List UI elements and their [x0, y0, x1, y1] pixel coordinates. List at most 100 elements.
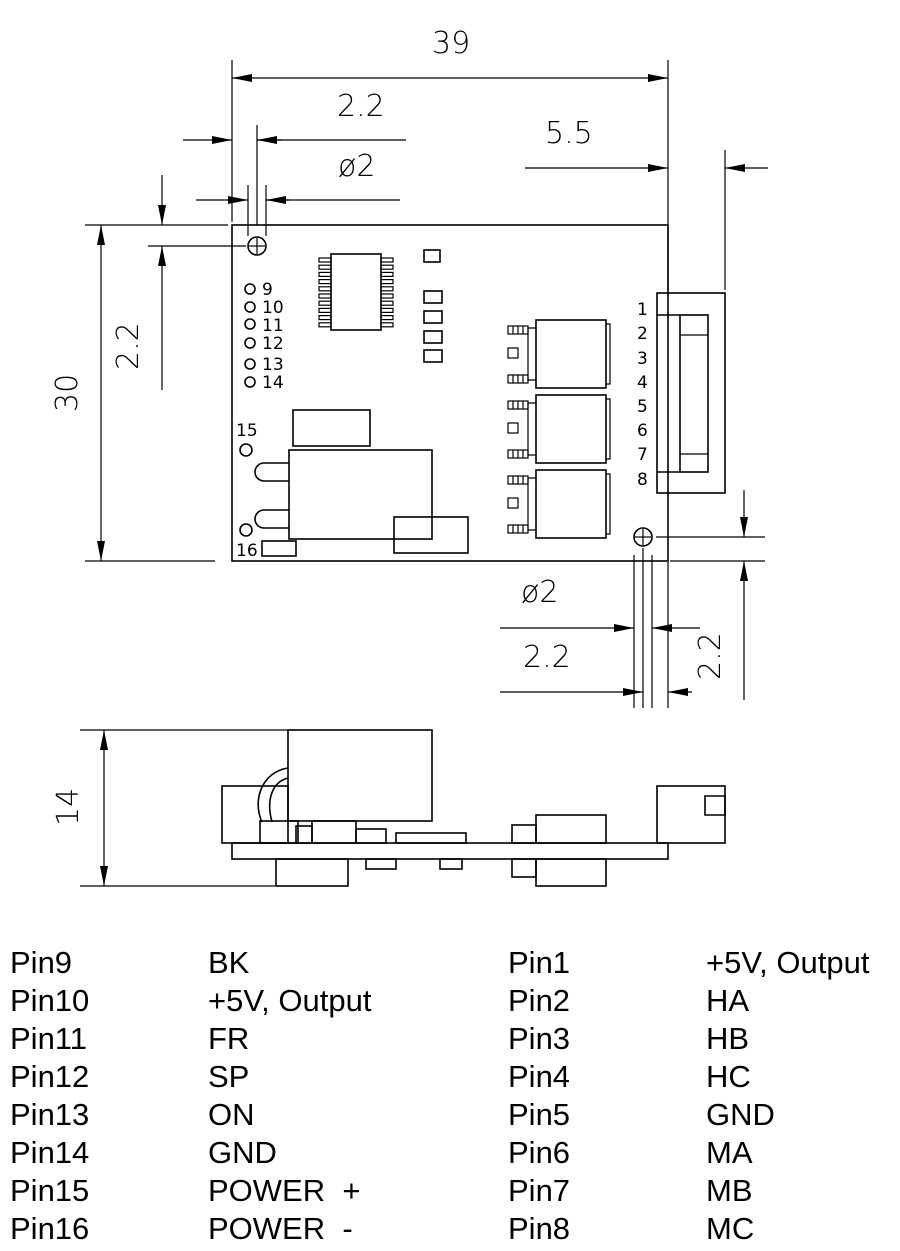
connector: 1 2 3 4 5 6 7 8 [637, 292, 726, 494]
smd-components [423, 249, 443, 363]
pin-table-row: Pin16 POWER - Pin8 MC [10, 1210, 890, 1248]
ic-lead [380, 300, 394, 306]
pin-name-right: Pin2 [508, 983, 571, 1018]
side-view [221, 729, 726, 887]
dim-hole-diameter-bottom: ø2 [521, 575, 558, 610]
mosfet-group [507, 319, 611, 539]
dim-side-height: 14 [51, 788, 86, 826]
connector-pin-label: 1 [637, 300, 648, 320]
pin-name-right: Pin3 [508, 1021, 571, 1056]
pin-signal-left: ON [208, 1097, 255, 1132]
header-pins: 9 10 11 12 13 14 [244, 280, 284, 393]
mounting-hole-top-left [247, 236, 267, 256]
ic-lead [318, 307, 332, 313]
dim-width-total: 39 [432, 26, 470, 61]
pin-name-left: Pin12 [10, 1059, 90, 1094]
pin-table-row: Pin11 FR Pin3 HB [10, 1020, 890, 1058]
pin-signal-left: BK [208, 945, 250, 980]
pin-signal-left: +5V, Output [208, 983, 372, 1018]
connector-pin-label: 3 [637, 349, 648, 369]
pin-name-left: Pin15 [10, 1173, 90, 1208]
pin-table-row: Pin10 +5V, Output Pin2 HA [10, 982, 890, 1020]
dimension-lines: 39 2.2 ø2 5.5 2.2 30 ø2 [50, 26, 768, 887]
ic-lead [318, 322, 332, 328]
ic-lead [380, 279, 394, 285]
side-board [231, 842, 669, 860]
pin-signal-right: HB [706, 1021, 750, 1056]
top-view: 9 10 11 12 13 14 15 16 [231, 224, 726, 562]
ic-lead [380, 322, 394, 328]
connector-pin-label: 8 [637, 470, 648, 490]
power-pin-label: 15 [236, 421, 258, 441]
pin-table-row: Pin13 ON Pin5 GND [10, 1096, 890, 1134]
pin-name-left: Pin10 [10, 983, 90, 1018]
pin-table-row: Pin9 BK Pin1 +5V, Output [10, 944, 890, 982]
pin-signal-right: MC [706, 1211, 755, 1246]
pin-name-right: Pin4 [508, 1059, 571, 1094]
pin-name-right: Pin6 [508, 1135, 571, 1170]
header-pin-label: 12 [262, 334, 284, 354]
board-outline [231, 224, 669, 562]
mounting-hole-bottom-right [633, 527, 653, 547]
pin-signal-right: HA [706, 983, 750, 1018]
pin-signal-right: MA [706, 1135, 753, 1170]
ic-chip [318, 253, 394, 331]
pin-name-right: Pin7 [508, 1173, 571, 1208]
pin-signal-left: SP [208, 1059, 250, 1094]
ic-lead [318, 257, 332, 263]
connector-pin-label: 4 [637, 373, 648, 393]
pin-signal-left: POWER - [208, 1211, 353, 1246]
pin-name-left: Pin16 [10, 1211, 90, 1246]
dim-height-total: 30 [50, 374, 85, 412]
header-pin-label: 14 [262, 373, 284, 393]
ic-lead [318, 300, 332, 306]
ic-lead [318, 315, 332, 321]
dim-hole-diameter-top: ø2 [338, 149, 375, 184]
dim-hole-offset-bottom-y: 2.2 [693, 632, 728, 680]
ic-lead [380, 293, 394, 299]
pin-name-left: Pin11 [10, 1021, 87, 1056]
ic-lead [318, 279, 332, 285]
pin-signal-right: HC [706, 1059, 751, 1094]
pin-name-right: Pin5 [508, 1097, 571, 1132]
pin-name-left: Pin14 [10, 1135, 90, 1170]
pin-name-right: Pin1 [508, 945, 571, 980]
ic-lead [318, 293, 332, 299]
pin-signal-right: +5V, Output [706, 945, 870, 980]
pin-table-row: Pin12 SP Pin4 HC [10, 1058, 890, 1096]
power-pins: 15 16 [236, 421, 297, 561]
mosfet [507, 319, 611, 389]
mosfet [507, 394, 611, 464]
ic-lead [380, 315, 394, 321]
connector-pin-label: 7 [637, 445, 648, 465]
header-pin-label: 11 [262, 316, 284, 336]
connector-pin-label: 5 [637, 397, 648, 417]
connector-pin-label: 2 [637, 324, 648, 344]
dim-hole-offset-bottom-x: 2.2 [523, 640, 571, 675]
header-pin-label: 9 [262, 280, 273, 300]
ic-lead [318, 264, 332, 270]
pin-signal-right: MB [706, 1173, 753, 1208]
ic-lead [380, 271, 394, 277]
ic-lead [380, 264, 394, 270]
pin-signal-left: FR [208, 1021, 250, 1056]
dim-hole-offset-top-x: 2.2 [337, 89, 385, 124]
ic-lead [380, 257, 394, 263]
pin-table-row: Pin14 GND Pin6 MA [10, 1134, 890, 1172]
pin-name-right: Pin8 [508, 1211, 571, 1246]
mechanical-drawing: 9 10 11 12 13 14 15 16 [50, 26, 768, 887]
power-pin-label: 16 [236, 541, 258, 561]
connector-pin-label: 6 [637, 421, 648, 441]
inductor-block [254, 409, 469, 554]
ic-lead [318, 271, 332, 277]
pin-signal-right: GND [706, 1097, 775, 1132]
ic-lead [380, 286, 394, 292]
pin-name-left: Pin9 [10, 945, 73, 980]
pin-signal-left: GND [208, 1135, 277, 1170]
pin-signal-left: POWER + [208, 1173, 361, 1208]
pin-name-left: Pin13 [10, 1097, 90, 1132]
ic-lead [318, 286, 332, 292]
dim-connector-overhang: 5.5 [545, 116, 593, 151]
header-pin-label: 10 [262, 298, 284, 318]
